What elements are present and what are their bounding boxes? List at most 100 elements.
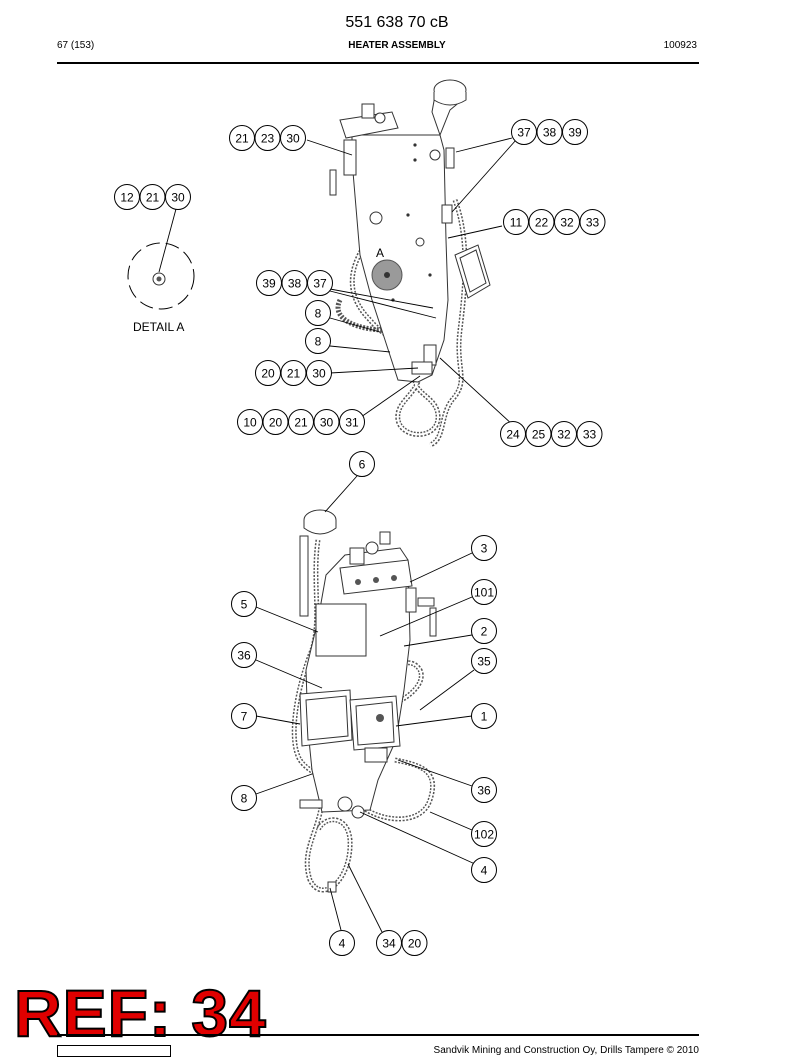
callout-group: 36 bbox=[471, 777, 497, 803]
callout-number: 11 bbox=[510, 216, 523, 230]
callout-bubble bbox=[231, 785, 257, 811]
callout-group: 36 bbox=[231, 642, 257, 668]
callout-group: 7 bbox=[231, 703, 257, 729]
callout-bubble bbox=[305, 328, 331, 354]
reference-watermark: REF: 34 bbox=[13, 976, 267, 1050]
callout-number: 30 bbox=[171, 191, 185, 205]
callout-number: 1 bbox=[481, 710, 488, 724]
callout-number: 31 bbox=[345, 416, 359, 430]
callout-number: 7 bbox=[241, 710, 248, 724]
callout-number: 8 bbox=[315, 307, 322, 321]
callout-bubble bbox=[471, 579, 497, 605]
callout-group: 35 bbox=[471, 648, 497, 674]
callout-group: 8 bbox=[305, 328, 331, 354]
callout-number: 20 bbox=[269, 416, 283, 430]
callout-bubble bbox=[165, 184, 191, 210]
callout-group: 3 bbox=[471, 535, 497, 561]
callout-number: 34 bbox=[382, 937, 396, 951]
page-number: 67 (153) bbox=[57, 40, 95, 51]
callout-number: 22 bbox=[535, 216, 549, 230]
callout-group: 12 21 30 bbox=[114, 184, 191, 210]
callout-bubble bbox=[306, 360, 332, 386]
callout-number: 30 bbox=[320, 416, 334, 430]
callout-bubble bbox=[471, 777, 497, 803]
callout-bubble bbox=[471, 703, 497, 729]
callout-bubble bbox=[401, 930, 428, 956]
callout-group: 6 bbox=[349, 451, 375, 477]
callout-number: 20 bbox=[408, 937, 422, 951]
callout-bubble bbox=[471, 535, 497, 561]
callout-number: 3 bbox=[481, 542, 488, 556]
document-number: 551 638 70 cB bbox=[345, 14, 449, 31]
callout-number: 37 bbox=[517, 126, 531, 140]
callout-bubble bbox=[471, 857, 497, 883]
detail-a-label: DETAIL A bbox=[133, 320, 184, 334]
callout-number: 8 bbox=[315, 335, 322, 349]
callout-bubble bbox=[329, 930, 355, 956]
callout-number: 39 bbox=[568, 126, 582, 140]
callout-number: 35 bbox=[477, 655, 491, 669]
callout-number: 4 bbox=[339, 937, 346, 951]
callout-number: 101 bbox=[474, 586, 494, 600]
callout-group: 20 21 30 bbox=[255, 360, 332, 386]
callout-number: 38 bbox=[543, 126, 557, 140]
callout-number: 36 bbox=[237, 649, 251, 663]
document-date: 100923 bbox=[663, 40, 697, 51]
callout-bubble bbox=[562, 119, 588, 145]
manufacturer-logo bbox=[57, 1045, 171, 1057]
callout-number: 21 bbox=[287, 367, 301, 381]
callout-number: 23 bbox=[261, 132, 275, 146]
callout-group: 2 bbox=[471, 618, 497, 644]
detail-a-marker: A bbox=[376, 246, 384, 260]
footer-copyright: Sandvik Mining and Construction Oy, Dril… bbox=[433, 1045, 699, 1056]
callout-number: 5 bbox=[241, 598, 248, 612]
callout-group: 8 bbox=[305, 300, 331, 326]
callout-group: 37 38 39 bbox=[511, 119, 588, 145]
callout-number: 21 bbox=[294, 416, 308, 430]
callout-number: 32 bbox=[557, 428, 571, 442]
callout-bubble bbox=[280, 125, 306, 151]
callout-bubble bbox=[349, 451, 375, 477]
callout-bubble bbox=[471, 821, 497, 847]
callout-group: 10 20 21 30 31 bbox=[237, 409, 365, 435]
callout-number: 20 bbox=[261, 367, 275, 381]
callout-number: 21 bbox=[235, 132, 249, 146]
callout-number: 21 bbox=[146, 191, 160, 205]
callout-number: 24 bbox=[506, 428, 520, 442]
page-title: HEATER ASSEMBLY bbox=[348, 40, 446, 51]
callout-number: 33 bbox=[583, 428, 597, 442]
callout-group: 21 23 30 bbox=[229, 125, 306, 151]
callout-bubble bbox=[576, 421, 603, 447]
callout-number: 102 bbox=[474, 828, 494, 842]
callout-group: 8 bbox=[231, 785, 257, 811]
callout-number: 25 bbox=[532, 428, 546, 442]
callout-group: 24 25 32 33 bbox=[500, 421, 603, 447]
callout-number: 30 bbox=[286, 132, 300, 146]
callout-number: 38 bbox=[288, 277, 302, 291]
callout-number: 10 bbox=[243, 416, 257, 430]
callout-number: 36 bbox=[477, 784, 491, 798]
callout-bubble bbox=[471, 618, 497, 644]
header-rule bbox=[57, 62, 699, 64]
callout-bubble bbox=[339, 409, 365, 435]
callout-bubble bbox=[231, 703, 257, 729]
callout-number: 39 bbox=[262, 277, 276, 291]
callout-number: 12 bbox=[120, 191, 134, 205]
bottom-heater-assembly bbox=[291, 509, 437, 893]
callout-bubble bbox=[307, 270, 333, 296]
callout-bubble bbox=[305, 300, 331, 326]
callout-number: 8 bbox=[241, 792, 248, 806]
top-heater-assembly bbox=[329, 79, 491, 448]
callout-group: 4 bbox=[329, 930, 355, 956]
callout-number: 4 bbox=[481, 864, 488, 878]
callout-group: 101 bbox=[471, 579, 497, 605]
callout-number: 30 bbox=[312, 367, 326, 381]
callout-bubble bbox=[231, 642, 257, 668]
callout-bubble bbox=[579, 209, 606, 235]
detail-a-view: DETAIL A bbox=[127, 242, 195, 334]
leader-lines bbox=[158, 137, 517, 933]
callout-bubble bbox=[471, 648, 497, 674]
